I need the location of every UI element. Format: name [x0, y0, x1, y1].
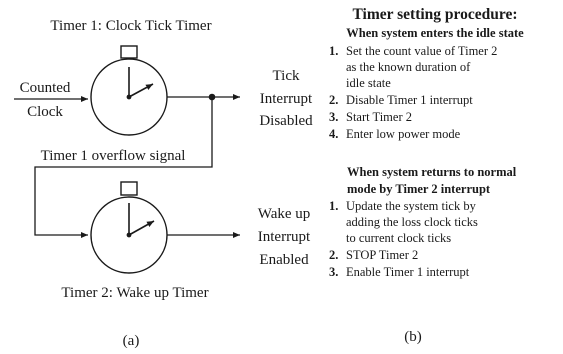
step-number: 2.	[329, 248, 338, 262]
wakeup-label: Wake up	[258, 206, 311, 222]
section1-step-3: 3. Start Timer 2	[329, 110, 412, 124]
panel-a: Timer 1: Clock Tick Timer Counted Clock …	[14, 18, 313, 349]
step-text: idle state	[346, 76, 391, 90]
step-number: 3.	[329, 265, 338, 279]
section2-heading-line1: When system returns to normal	[347, 165, 517, 179]
caption-b: (b)	[404, 329, 422, 345]
timer1-title: Timer 1: Clock Tick Timer	[50, 18, 211, 34]
step-text: Enter low power mode	[346, 127, 461, 141]
caption-a: (a)	[123, 333, 140, 349]
step-text: Disable Timer 1 interrupt	[346, 93, 473, 107]
tick-disabled-label: Disabled	[259, 113, 313, 129]
step-text: Start Timer 2	[346, 110, 412, 124]
wakeup-enabled-label: Enabled	[259, 252, 309, 268]
section2-step-2: 2. STOP Timer 2	[329, 248, 418, 262]
section2-heading-line2: mode by Timer 2 interrupt	[347, 182, 491, 196]
step-text: to current clock ticks	[346, 231, 451, 245]
counted-label: Counted	[20, 80, 71, 96]
step-text: STOP Timer 2	[346, 248, 418, 262]
section1-step-1: 1. Set the count value of Timer 2 as the…	[329, 44, 497, 90]
step-text: adding the loss clock ticks	[346, 215, 478, 229]
section1-step-4: 4. Enter low power mode	[329, 127, 461, 141]
section2-step-3: 3. Enable Timer 1 interrupt	[329, 265, 470, 279]
tick-interrupt-label: Interrupt	[260, 91, 313, 107]
wakeup-interrupt-label: Interrupt	[258, 229, 311, 245]
timer2-title: Timer 2: Wake up Timer	[61, 285, 208, 301]
overflow-signal-label: Timer 1 overflow signal	[41, 148, 186, 164]
panel-b: Timer setting procedure: When system ent…	[329, 6, 524, 345]
step-number: 2.	[329, 93, 338, 107]
procedure-title: Timer setting procedure:	[352, 6, 517, 23]
step-number: 1.	[329, 199, 338, 213]
clock-label: Clock	[27, 104, 63, 120]
step-text: as the known duration of	[346, 60, 471, 74]
step-text: Update the system tick by	[346, 199, 477, 213]
section1-step-2: 2. Disable Timer 1 interrupt	[329, 93, 473, 107]
step-number: 3.	[329, 110, 338, 124]
timer2-clock-icon	[90, 181, 168, 274]
overflow-signal-path	[34, 97, 213, 238]
step-text: Enable Timer 1 interrupt	[346, 265, 470, 279]
step-text: Set the count value of Timer 2	[346, 44, 497, 58]
step-number: 4.	[329, 127, 338, 141]
section1-heading: When system enters the idle state	[346, 26, 524, 40]
timer1-clock-icon	[90, 45, 168, 136]
step-number: 1.	[329, 44, 338, 58]
section2-step-1: 1. Update the system tick by adding the …	[329, 199, 478, 245]
tick-label: Tick	[273, 68, 300, 84]
